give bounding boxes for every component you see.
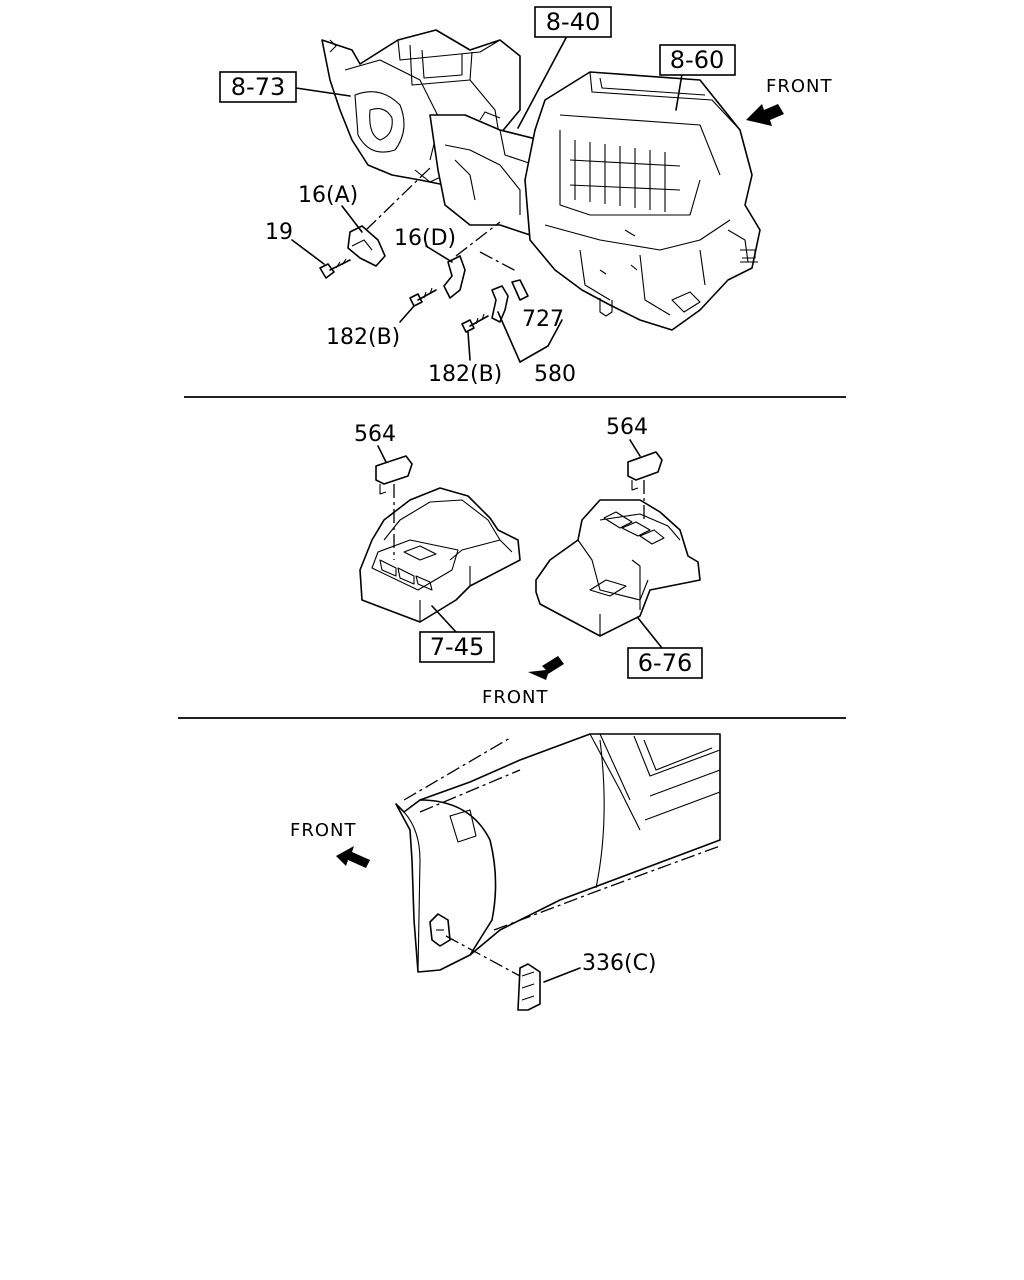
- bottom-section: 336(C) FRONT: [290, 733, 721, 1011]
- top-leader-lines: [291, 35, 683, 363]
- front-label-middle: FRONT: [482, 687, 549, 708]
- leader-7-45: [431, 605, 457, 633]
- top-section: 8-73 8-40 8-60 FRONT 16(A) 19 16(D) 182(…: [219, 6, 833, 387]
- leader-564-right: [629, 439, 641, 457]
- ref-box-7-45: [419, 631, 495, 663]
- ref-8-40: 8-40: [546, 8, 600, 36]
- ref-7-45: 7-45: [430, 633, 484, 661]
- label-580: 580: [534, 362, 576, 387]
- ref-8-73: 8-73: [231, 73, 285, 101]
- label-336c: 336(C): [582, 951, 657, 976]
- ref-box-8-60: [659, 44, 736, 76]
- console-right-drawing: [535, 451, 701, 637]
- front-label-top: FRONT: [766, 76, 833, 97]
- ref-8-60: 8-60: [670, 46, 724, 74]
- ref-box-6-76: [627, 647, 703, 679]
- label-16a: 16(A): [298, 183, 358, 208]
- heater-unit-drawing: [524, 71, 761, 331]
- bracket-336c-drawing: [445, 935, 581, 1011]
- label-19: 19: [265, 220, 293, 245]
- ref-6-76: 6-76: [638, 649, 692, 677]
- label-182b-left: 182(B): [326, 325, 400, 350]
- fasteners-drawing: [319, 225, 529, 333]
- arrow-icon: [336, 846, 370, 868]
- console-left-drawing: [359, 455, 521, 623]
- leader-564-left: [377, 445, 387, 463]
- middle-section: 564 564 7-45 6-76 FRONT: [354, 415, 703, 708]
- ref-box-8-73: [219, 71, 297, 103]
- ref-box-8-40: [534, 6, 612, 38]
- leader-6-76: [637, 617, 663, 649]
- label-727: 727: [522, 307, 564, 332]
- arrow-icon: [746, 104, 784, 126]
- label-564-left: 564: [354, 422, 396, 447]
- front-label-bottom: FRONT: [290, 820, 357, 841]
- dashboard-end-drawing: [395, 733, 721, 973]
- label-16d: 16(D): [394, 226, 456, 251]
- label-564-right: 564: [606, 415, 648, 440]
- arrow-icon: [528, 656, 564, 680]
- label-182b-bottom: 182(B): [428, 362, 502, 387]
